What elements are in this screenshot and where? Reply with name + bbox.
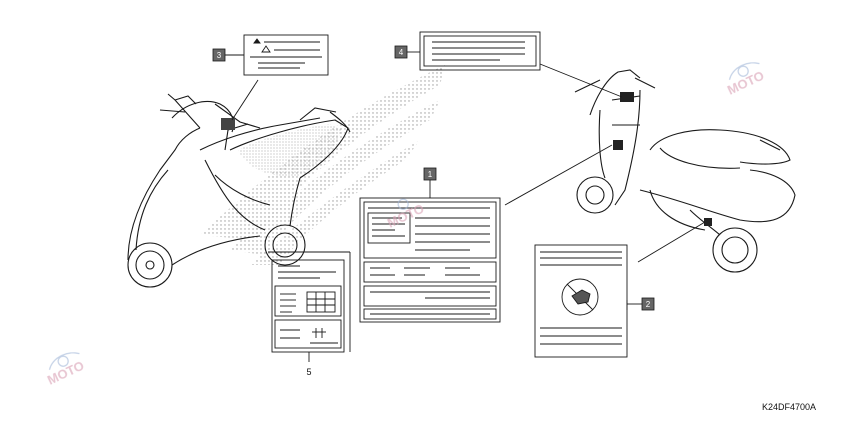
callout-5-number: 5 [306, 367, 311, 377]
callout-3: 3 [212, 48, 244, 62]
label-5-sticker [271, 259, 345, 353]
callout-4-number: 4 [399, 48, 404, 57]
callout-2: 2 [627, 297, 655, 311]
label-2-sticker [534, 244, 628, 358]
callout-5: 5 [306, 367, 311, 377]
scooter-left-view [127, 93, 351, 288]
diagram-reference-code: K24DF4700A [762, 402, 816, 412]
stipple-wing-background [200, 65, 445, 265]
label-1-sticker [359, 197, 501, 323]
scooter-left-seat-stipple [238, 124, 342, 177]
callout-1-number: 1 [428, 170, 433, 179]
watermark-text-2: MOTO [45, 358, 86, 388]
label-4-sticker [419, 31, 541, 71]
scooter-right-view [574, 69, 796, 273]
callout-3-number: 3 [217, 51, 222, 60]
callout-2-number: 2 [646, 300, 651, 309]
watermark-text: MOTO [725, 68, 766, 98]
callout-4: 4 [394, 45, 420, 59]
label-3-sticker [243, 34, 329, 76]
watermark-logo: MOTO MOTO MOTO [45, 62, 766, 388]
callout-1: 1 [423, 167, 437, 181]
leader-lines [231, 63, 706, 362]
